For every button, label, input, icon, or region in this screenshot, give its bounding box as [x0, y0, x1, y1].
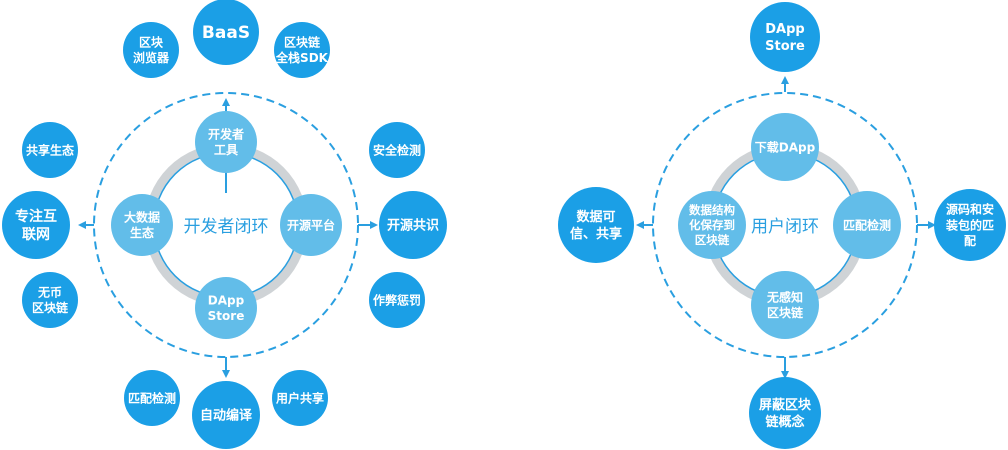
left-inner-node-circle [111, 194, 173, 256]
right-outer-node-label: 屏蔽区块 [759, 397, 812, 413]
right-inner-node-label: 下载DApp [755, 139, 816, 154]
right-outer-node-label: 配 [964, 233, 976, 248]
left-outer-node-label: 专注互 [15, 208, 57, 225]
right-outer-node-circle [750, 2, 820, 72]
right-inner-node-label: 区块链 [767, 305, 804, 320]
left-inner-node-label: 工具 [214, 143, 238, 157]
left-outer-node-circle [124, 370, 180, 426]
left-outer-node-circle [272, 370, 328, 426]
left-outer-node-circle [379, 191, 447, 259]
left-outer-node-label: 用户共享 [275, 390, 324, 405]
right-outer-node-label: 数据可 [576, 209, 615, 225]
right-inner-node-label: 匹配检测 [843, 217, 891, 232]
left-outer-node: 作弊惩罚 [369, 272, 425, 328]
left-outer-node-label: 浏览器 [133, 50, 170, 65]
right-inner-node-circle [678, 191, 746, 259]
left-inner-node-label: Store [208, 309, 245, 323]
right-outer-node-label: 链概念 [764, 414, 804, 430]
left-outer-node-label: 全栈SDK [275, 50, 329, 65]
left-outer-node-label: 区块链 [284, 35, 321, 50]
right-outer-node-circle [934, 189, 1006, 261]
left-outer-node-circle [369, 122, 425, 178]
left-inner-node: 开源平台 [280, 194, 342, 256]
left-outer-node-label: 区块 [139, 35, 164, 50]
right-outer-node-label: 装包的匹 [945, 217, 994, 232]
left-outer-node: BaaS [193, 0, 259, 65]
left-loop-title: 开发者闭环 [184, 217, 269, 237]
left-outer-node-label: 共享生态 [26, 142, 74, 157]
left-inner-node-label: 开源平台 [287, 217, 335, 232]
left-outer-node-circle [22, 272, 78, 328]
left-outer-node-circle [22, 122, 78, 178]
right-outer-node-circle [749, 377, 821, 449]
left-outer-node-circle [369, 272, 425, 328]
left-outer-node: 自动编译 [192, 381, 260, 449]
left-outer-node-circle [192, 381, 260, 449]
right-outer-node-label: 源码和安 [946, 202, 994, 217]
right-inner-node: 匹配检测 [833, 191, 901, 259]
right-inner-node: 下载DApp [751, 113, 819, 181]
right-inner-node-label: 区块链 [695, 233, 730, 247]
left-inner-node-label: 生态 [130, 225, 154, 240]
left-outer-node-circle [2, 191, 70, 259]
left-inner-node-label: 大数据 [124, 210, 160, 225]
right-inner-node-circle [833, 191, 901, 259]
right-outer-node-circle [558, 187, 634, 263]
left-outer-node-label: BaaS [202, 23, 250, 43]
left-outer-node-circle [274, 22, 330, 78]
left-inner-node-label: DApp [208, 294, 245, 308]
left-outer-node: 开源共识 [379, 191, 447, 259]
left-outer-node-label: 开源共识 [387, 218, 439, 234]
left-outer-node-label: 安全检测 [373, 142, 421, 157]
right-loop-title: 用户闭环 [751, 217, 819, 237]
left-outer-node-circle [193, 0, 259, 65]
left-inner-node-label: 开发者 [208, 127, 244, 142]
left-outer-node-label: 作弊惩罚 [373, 292, 421, 307]
left-outer-node-label: 联网 [22, 227, 50, 243]
left-outer-node-label: 匹配检测 [128, 390, 176, 405]
right-inner-node-label: 化保存到 [689, 218, 735, 232]
left-outer-node-label: 无币 [37, 286, 62, 300]
left-outer-node-label: 区块链 [32, 300, 69, 315]
left-outer-node-circle [123, 22, 179, 78]
left-outer-node-label: 自动编译 [200, 408, 253, 424]
left-outer-node: 匹配检测 [124, 370, 180, 426]
right-inner-node-circle [751, 113, 819, 181]
right-outer-node-label: DApp [765, 22, 804, 37]
right-inner-node-label: 数据结构 [689, 203, 735, 217]
right-outer-node-label: Store [765, 39, 805, 54]
left-inner-node-circle [280, 194, 342, 256]
right-inner-node-circle [751, 271, 819, 339]
left-outer-node: 共享生态 [22, 122, 78, 178]
left-inner-node-circle [195, 277, 257, 339]
right-inner-node-label: 无感知 [766, 290, 803, 305]
right-outer-node-label: 信、共享 [570, 226, 622, 242]
left-outer-node: 用户共享 [272, 370, 328, 426]
left-outer-node: 安全检测 [369, 122, 425, 178]
left-inner-node-circle [195, 111, 257, 173]
